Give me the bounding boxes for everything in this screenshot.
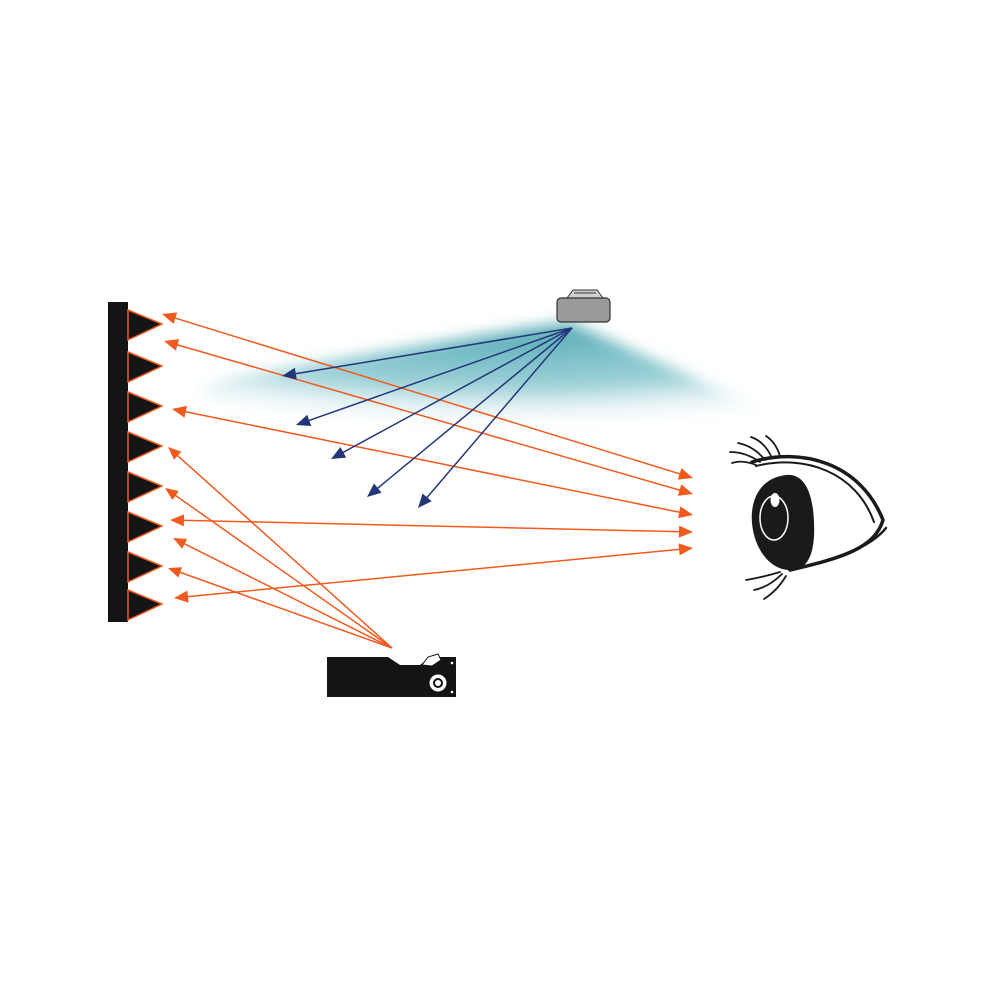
headlight-ray-4 — [168, 567, 393, 649]
headlight-ray-1 — [168, 447, 393, 649]
vehicle-headlight-icon — [327, 653, 456, 697]
lamp-ray-1 — [282, 327, 573, 380]
observer-ray-1 — [162, 312, 693, 480]
headlight-ray-3 — [173, 538, 393, 649]
prism-6 — [127, 510, 164, 544]
reflector-backing — [108, 302, 128, 622]
observer-ray-5 — [174, 543, 693, 603]
lamp-ray-3 — [331, 327, 573, 459]
prism-7 — [127, 550, 164, 584]
reflected-rays — [162, 312, 693, 649]
lamp-ray-2 — [296, 327, 573, 427]
ceiling-lamp-icon — [556, 289, 611, 323]
observer-ray-3 — [172, 405, 693, 519]
observer-ray-4 — [170, 514, 693, 538]
prism-5 — [127, 470, 164, 504]
prism-8 — [127, 588, 164, 622]
prism-1 — [127, 308, 164, 342]
observer-ray-2 — [164, 339, 693, 496]
incident-rays — [282, 327, 573, 508]
prism-4 — [127, 430, 164, 464]
eye-icon — [729, 435, 888, 600]
headlight-ray-2 — [165, 488, 393, 649]
prism-3 — [127, 390, 164, 424]
lamp-ray-5 — [418, 327, 573, 508]
lamp-ray-4 — [367, 327, 573, 497]
reflector-prisms — [127, 308, 164, 622]
prism-2 — [127, 350, 164, 384]
retroreflector — [108, 302, 164, 622]
